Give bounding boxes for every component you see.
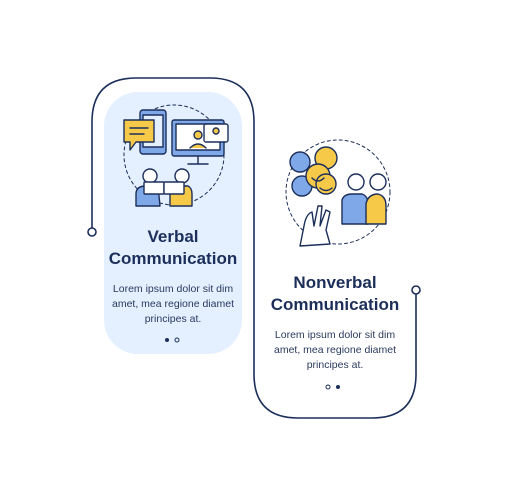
nonverbal-pager-dot-1[interactable] xyxy=(325,384,331,390)
nonverbal-communication-icon xyxy=(285,139,391,247)
verbal-card-outline xyxy=(91,77,255,300)
verbal-body-line-2: amet, mea regione diamet xyxy=(112,298,234,310)
nonverbal-body-line-1: Lorem ipsum dolor sit dim xyxy=(274,329,396,341)
verbal-title-line-2: Communication xyxy=(108,249,238,268)
nonverbal-connector-node xyxy=(411,285,421,295)
verbal-pager-dot-2[interactable] xyxy=(174,337,180,343)
nonverbal-card-outline xyxy=(253,290,417,419)
verbal-connector-node xyxy=(87,227,97,237)
verbal-body-line-3: principes at. xyxy=(144,313,202,325)
verbal-body-line-1: Lorem ipsum dolor sit dim xyxy=(112,283,234,295)
verbal-title-line-1: Verbal xyxy=(147,227,199,246)
nonverbal-body-line-2: amet, mea regione diamet xyxy=(274,344,396,356)
verbal-card-text: Verbal Communication Lorem ipsum dolor s… xyxy=(104,226,242,327)
nonverbal-title-line-2: Communication xyxy=(270,295,400,314)
verbal-communication-icon xyxy=(123,104,229,207)
verbal-card-background xyxy=(104,92,242,354)
nonverbal-pager-dot-2[interactable] xyxy=(336,385,340,389)
nonverbal-card-text: Nonverbal Communication Lorem ipsum dolo… xyxy=(262,272,408,373)
nonverbal-title-line-1: Nonverbal xyxy=(293,273,377,292)
nonverbal-body-line-3: principes at. xyxy=(306,359,364,371)
verbal-pager-dot-1[interactable] xyxy=(165,338,169,342)
